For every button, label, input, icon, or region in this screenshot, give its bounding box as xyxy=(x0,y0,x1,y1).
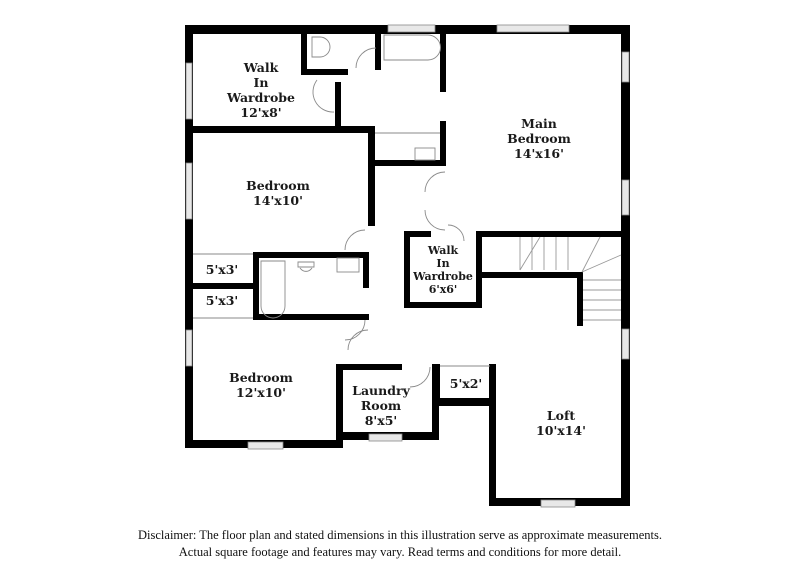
room-size: 12'x8' xyxy=(240,105,282,120)
room-size: 8'x5' xyxy=(364,413,398,428)
fixtures xyxy=(193,34,622,388)
room-size: 14'x16' xyxy=(514,146,564,161)
room-name: Walk xyxy=(243,60,279,75)
room-size: 10'x14' xyxy=(536,423,586,438)
room-label-loft: Loft 10'x14' xyxy=(536,408,586,438)
windows xyxy=(185,24,630,508)
room-label-closet-2: 5'x3' xyxy=(206,293,239,308)
room-name: Room xyxy=(360,398,402,413)
room-label-laundry-room: Laundry Room 8'x5' xyxy=(352,383,410,428)
room-name: Bedroom xyxy=(229,370,293,385)
room-label-closet-1: 5'x3' xyxy=(206,262,239,277)
room-name: In xyxy=(253,75,269,90)
room-size: 5'x3' xyxy=(205,262,239,277)
room-label-walk-in-wardrobe-1: Walk In Wardrobe 12'x8' xyxy=(227,60,295,120)
room-name: Wardrobe xyxy=(227,90,295,105)
room-label-bedroom-1: Bedroom 14'x10' xyxy=(246,178,310,208)
disclaimer-line-1: Disclaimer: The floor plan and stated di… xyxy=(138,528,662,542)
room-name: Laundry xyxy=(352,383,410,398)
room-name: Bedroom xyxy=(246,178,310,193)
room-name: Main xyxy=(521,116,557,131)
room-label-main-bedroom: Main Bedroom 14'x16' xyxy=(507,116,571,161)
disclaimer-line-2: Actual square footage and features may v… xyxy=(178,545,622,559)
room-size: 14'x10' xyxy=(253,193,303,208)
room-size: 12'x10' xyxy=(236,385,286,400)
room-label-walk-in-wardrobe-2: Walk In Wardrobe 6'x6' xyxy=(413,244,473,296)
room-name: In xyxy=(436,257,450,270)
room-label-bedroom-2: Bedroom 12'x10' xyxy=(229,370,293,400)
disclaimer: Disclaimer: The floor plan and stated di… xyxy=(0,527,800,561)
room-size: 5'x3' xyxy=(205,293,239,308)
room-size: 6'x6' xyxy=(428,283,458,296)
room-name: Walk xyxy=(427,244,459,257)
room-label-closet-3: 5'x2' xyxy=(450,376,483,391)
room-size: 5'x2' xyxy=(449,376,483,391)
room-name: Wardrobe xyxy=(413,270,473,283)
room-name: Bedroom xyxy=(507,131,571,146)
room-name: Loft xyxy=(546,408,576,423)
